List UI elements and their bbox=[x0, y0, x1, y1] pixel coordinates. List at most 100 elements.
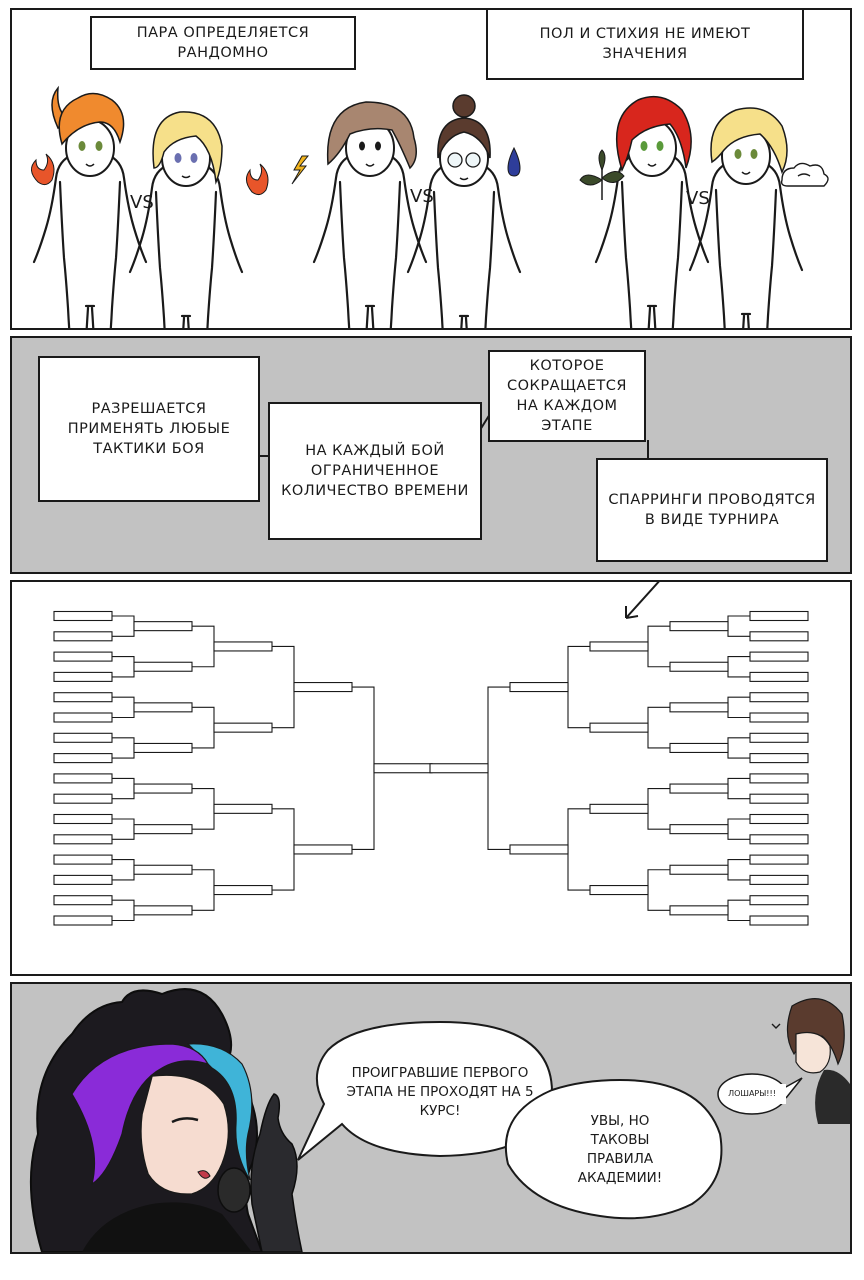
bracket-slot bbox=[749, 753, 809, 764]
bubble-text-small: Лошары!!! bbox=[718, 1084, 786, 1104]
bracket-connector bbox=[727, 777, 750, 800]
bracket-connector bbox=[112, 656, 135, 678]
bracket-connector bbox=[727, 656, 750, 678]
bracket-slot bbox=[53, 915, 113, 926]
gloved-hand bbox=[250, 1093, 303, 1252]
bracket-slot bbox=[669, 905, 729, 916]
caption-gender-element: Пол и стихия не имеют значения bbox=[486, 10, 804, 80]
bracket-connector bbox=[112, 818, 135, 840]
speech-bubble-1 bbox=[297, 1020, 554, 1161]
caption-text: Пол и стихия не имеют значения bbox=[539, 26, 751, 62]
bracket-connector bbox=[727, 818, 750, 840]
bracket-slot bbox=[749, 692, 809, 703]
caption-limited-time: На каждый бой ограниченное количество вр… bbox=[268, 402, 482, 540]
panel-pairing: Пара определяется рандомно Пол и стихия … bbox=[10, 8, 852, 330]
bracket-connector bbox=[487, 686, 510, 850]
bracket-slot bbox=[749, 813, 809, 825]
bracket-slot bbox=[589, 641, 649, 652]
caption-text: Пара определяется рандомно bbox=[136, 25, 310, 61]
bracket-connector bbox=[647, 706, 670, 749]
character-brown-hair bbox=[312, 101, 428, 328]
bracket-connector bbox=[192, 788, 215, 830]
character-bun-glasses bbox=[406, 94, 522, 328]
characters-illustration: VS VS bbox=[31, 85, 829, 328]
bracket-connector bbox=[112, 777, 135, 800]
cyan-hair-streak bbox=[186, 1043, 253, 1181]
bracket-connector bbox=[727, 737, 750, 759]
bracket-slot bbox=[53, 610, 113, 622]
bracket-slot bbox=[53, 732, 113, 743]
versus-label: VS bbox=[686, 188, 710, 209]
bracket-slot bbox=[133, 864, 193, 875]
panel-announcer: Проигравшие первого этапа не проходят на… bbox=[10, 982, 852, 1254]
bracket-slot bbox=[53, 671, 113, 682]
bracket-slot bbox=[589, 803, 649, 814]
caption-tournament: Спарринги проводятся в виде турнира bbox=[596, 458, 828, 562]
bracket-slot bbox=[749, 895, 809, 906]
wind-cloud-icon bbox=[780, 162, 829, 187]
bracket-slot bbox=[509, 844, 569, 855]
microphone-icon bbox=[217, 1167, 251, 1213]
bracket-connector bbox=[647, 788, 670, 830]
bracket-slot bbox=[133, 824, 193, 835]
bracket-connector bbox=[272, 808, 295, 891]
bracket-slot bbox=[133, 702, 193, 713]
bracket-slot bbox=[293, 844, 353, 855]
fire-icon bbox=[246, 163, 269, 196]
speech-bubble-2 bbox=[504, 1078, 723, 1220]
purple-hair-streak bbox=[71, 1043, 210, 1186]
announcer-dress bbox=[82, 1202, 252, 1252]
bracket-slot bbox=[589, 884, 649, 896]
bracket-slot bbox=[53, 895, 113, 906]
fire-icon bbox=[31, 153, 55, 186]
bracket-connector bbox=[112, 696, 135, 719]
bracket-slot bbox=[53, 793, 113, 804]
caption-text: Которое сокращается на каждом этапе bbox=[507, 358, 627, 434]
bracket-slot bbox=[53, 692, 113, 703]
bracket-slot bbox=[53, 834, 113, 845]
bracket-slot bbox=[749, 671, 809, 682]
leaf-icon bbox=[579, 149, 625, 200]
bubble-text: Увы, но таковы правила академии! bbox=[577, 1113, 663, 1186]
bracket-slot bbox=[749, 834, 809, 845]
bracket-connector bbox=[192, 706, 215, 749]
bracket-slot bbox=[53, 773, 113, 784]
bracket-connector bbox=[567, 645, 590, 729]
caption-reduced-per-stage: Которое сокращается на каждом этапе bbox=[488, 350, 646, 442]
bracket-slot bbox=[749, 631, 809, 642]
water-drop-icon bbox=[507, 146, 521, 177]
bracket-slot bbox=[669, 783, 729, 794]
bracket-slot bbox=[213, 641, 273, 652]
bracket-slot bbox=[749, 610, 809, 622]
bracket-slot bbox=[669, 824, 729, 835]
bracket-slot bbox=[133, 742, 193, 753]
bracket-connector bbox=[647, 869, 670, 911]
caption-text: На каждый бой ограниченное количество вр… bbox=[281, 443, 469, 499]
panel-bracket bbox=[10, 580, 852, 976]
bracket-slot bbox=[133, 783, 193, 794]
bracket-connector bbox=[647, 625, 670, 668]
bracket-slot bbox=[749, 874, 809, 885]
bracket-slot bbox=[749, 651, 809, 662]
bracket-slot bbox=[749, 732, 809, 743]
announcer-illustration bbox=[29, 988, 850, 1252]
bracket-connector bbox=[192, 869, 215, 911]
bracket-slot bbox=[429, 763, 489, 774]
panel-rules: Разрешается применять любые тактики боя … bbox=[10, 336, 852, 574]
lightning-icon bbox=[291, 155, 310, 185]
bracket-slot bbox=[53, 712, 113, 723]
caption-pair-random: Пара определяется рандомно bbox=[90, 16, 356, 70]
bracket-slot bbox=[749, 712, 809, 723]
bracket-slot bbox=[749, 793, 809, 804]
bracket-connector bbox=[567, 808, 590, 891]
caption-text: Разрешается применять любые тактики боя bbox=[67, 401, 231, 457]
bracket-connector bbox=[112, 859, 135, 881]
arrow-to-bracket bbox=[625, 582, 660, 619]
bracket-connector bbox=[727, 615, 750, 637]
versus-label: VS bbox=[410, 186, 434, 207]
bracket-slot bbox=[669, 742, 729, 753]
bracket-slot bbox=[53, 813, 113, 825]
bracket-connector bbox=[352, 686, 375, 850]
bracket-slot bbox=[509, 682, 569, 693]
bracket-slot bbox=[589, 722, 649, 733]
